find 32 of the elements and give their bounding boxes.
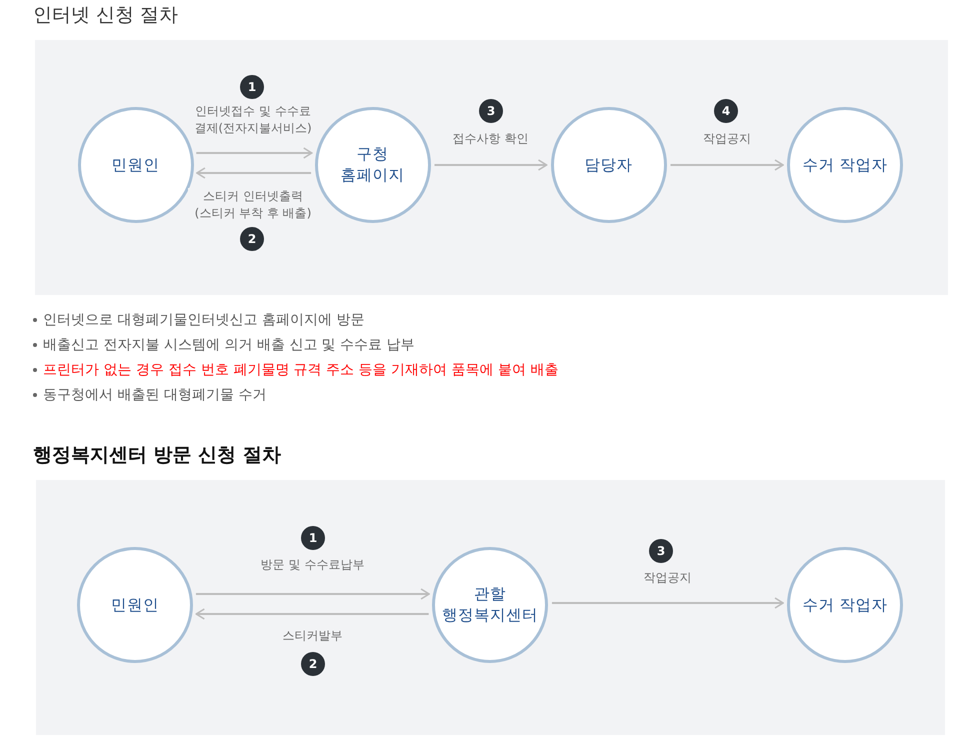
step-number: 3: [649, 539, 673, 563]
arrow: [670, 159, 784, 171]
edge-label: 접수사항 확인: [452, 130, 528, 148]
edge-label: 스티커발부: [282, 628, 342, 644]
arrow: [434, 159, 548, 171]
process-circle: 수거 작업자: [787, 107, 903, 223]
arrow: [196, 147, 313, 159]
edge-label: 작업공지: [702, 130, 751, 148]
process-circle: 수거 작업자: [787, 547, 903, 663]
step-number: 2: [240, 227, 264, 251]
step-number: 3: [479, 99, 503, 123]
note-text: 배출신고 전자지불 시스템에 의거 배출 신고 및 수수료 납부: [43, 336, 415, 355]
step-number: 2: [301, 652, 325, 676]
process-circle: 구청 홈페이지: [314, 107, 430, 223]
process-circle: 담당자: [550, 107, 666, 223]
edge-label: 방문 및 수수료납부: [260, 556, 364, 574]
step-number: 1: [301, 526, 325, 550]
edge-label: 작업공지: [644, 570, 692, 586]
note-text: 동구청에서 배출된 대형폐기물 수거: [43, 386, 266, 405]
note-text: 프린터가 없는 경우 접수 번호 폐기물명 규격 주소 등을 기재하여 품목에 붙여 배출: [43, 361, 558, 380]
process-circle: 민원인: [78, 107, 194, 223]
arrow: [196, 588, 430, 600]
step-number: 4: [714, 99, 738, 123]
section-heading: 행정복지센터 방문 신청 절차: [33, 443, 281, 467]
process-circle: 관할 행정복지센터: [432, 547, 548, 663]
process-circle: 민원인: [77, 547, 193, 663]
section-heading: 인터넷 신청 절차: [33, 3, 178, 27]
note-text: 인터넷으로 대형폐기물인터넷신고 홈페이지에 방문: [43, 311, 364, 330]
step-number: 1: [240, 75, 264, 99]
arrow: [552, 597, 784, 609]
arrow: [196, 608, 429, 620]
arrow: [196, 167, 312, 179]
